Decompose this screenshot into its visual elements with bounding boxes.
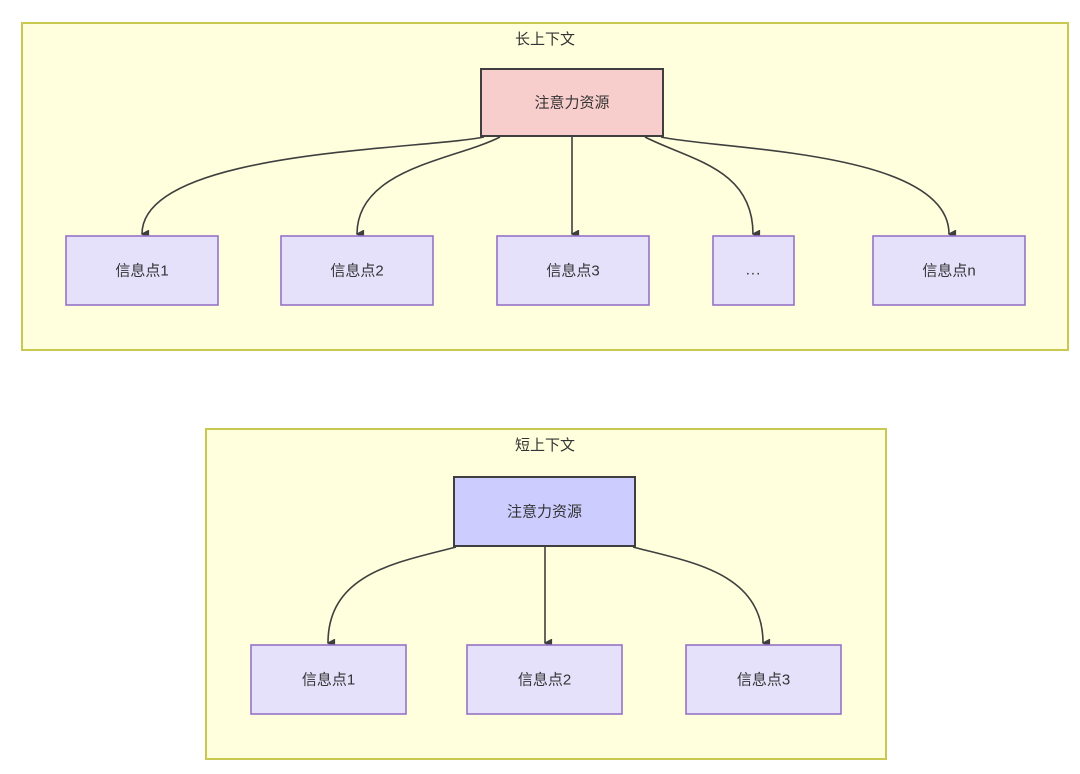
info-point-label: 信息点2 bbox=[330, 262, 383, 279]
info-point-box[interactable] bbox=[685, 644, 842, 715]
edge-arrow bbox=[632, 546, 763, 643]
attention-resource-label: 注意力资源 bbox=[507, 502, 582, 520]
info-point-label: 信息点3 bbox=[546, 262, 599, 279]
info-point-ellipsis-label: ... bbox=[746, 261, 762, 278]
info-point-label: 信息点2 bbox=[518, 671, 571, 688]
info-point-box[interactable] bbox=[872, 235, 1026, 306]
edge-arrow bbox=[660, 136, 949, 234]
info-point-label: 信息点3 bbox=[737, 671, 790, 688]
edge-arrow bbox=[357, 136, 501, 234]
info-point-box[interactable] bbox=[280, 235, 434, 306]
attention-resource-label: 注意力资源 bbox=[534, 93, 609, 111]
group-title-long-context: 长上下文 bbox=[515, 31, 575, 48]
edge-arrow bbox=[644, 136, 753, 234]
info-point-box[interactable] bbox=[712, 235, 795, 306]
info-point-label: 信息点1 bbox=[302, 671, 355, 688]
info-point-box[interactable] bbox=[250, 644, 407, 715]
info-point-label: 信息点1 bbox=[115, 262, 168, 279]
info-point-box[interactable] bbox=[496, 235, 650, 306]
info-point-box[interactable] bbox=[466, 644, 623, 715]
edge-arrow bbox=[328, 546, 457, 643]
group-title-short-context: 短上下文 bbox=[515, 437, 575, 454]
edge-arrow bbox=[142, 136, 485, 234]
attention-resource-box[interactable] bbox=[453, 476, 636, 547]
info-point-label: 信息点n bbox=[922, 262, 975, 279]
info-point-box[interactable] bbox=[65, 235, 219, 306]
attention-resource-box[interactable] bbox=[480, 68, 664, 137]
